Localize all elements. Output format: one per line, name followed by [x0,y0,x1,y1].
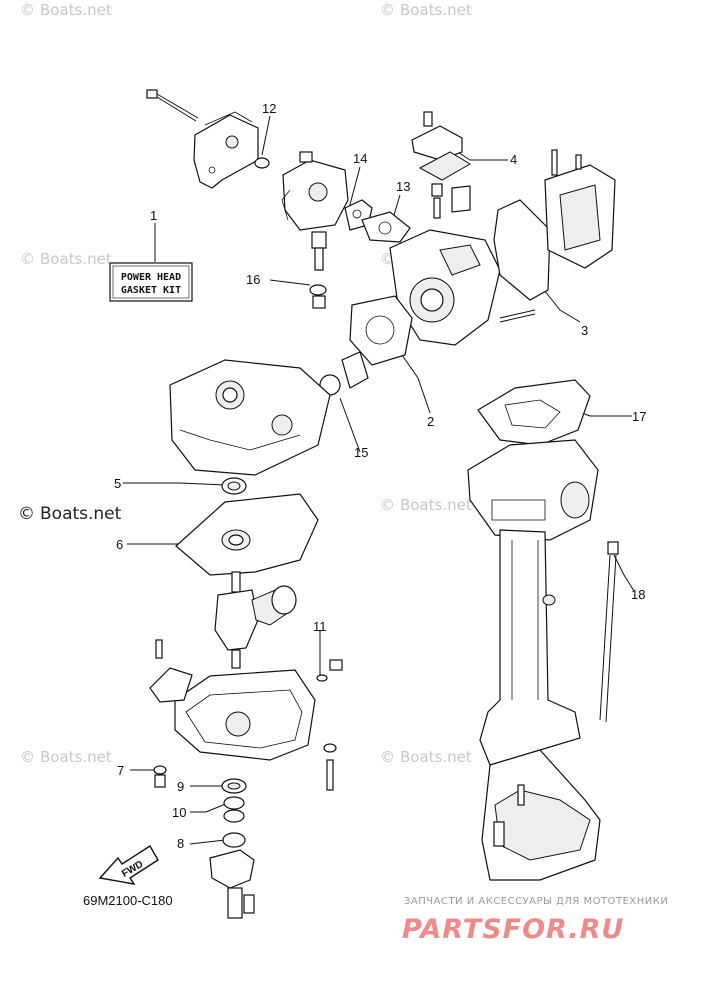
watermark-boats-dark: Boats.net [40,504,122,524]
crankcase-part [169,359,331,476]
callout-12: 12 [262,101,276,116]
callout-3: 3 [581,323,588,338]
callout-4: 4 [510,152,517,167]
callout-14: 14 [353,151,367,166]
diagram-code: 69M2100-C180 [83,893,173,908]
callout-18: 18 [631,587,645,602]
oil-seal-9-part [221,778,247,794]
callout-16: 16 [246,272,260,287]
callout-6: 6 [116,537,123,552]
hose-18-part [599,541,619,723]
pump-housing-part [209,849,255,919]
head-gasket-3-part [493,199,551,301]
watermark-boats: Boats.net [40,250,112,268]
watermark-copyright: © [380,748,395,766]
watermark-boats: Boats.net [40,1,112,19]
watermark-copyright: © [380,1,395,19]
callout-15: 15 [354,445,368,460]
watermark-boats: Boats.net [400,1,472,19]
drain-screw-part [309,231,327,309]
bolt-11-part [316,659,343,682]
crankshaft-part [214,571,297,669]
gasket-17-part [477,379,591,446]
callout-11: 11 [313,619,327,634]
callout-1: 1 [150,208,157,223]
callout-5: 5 [114,476,121,491]
watermark-copyright-dark: © [18,504,35,524]
cylinder-gasket-2-part [349,295,413,366]
oil-seal-5-part [221,477,247,495]
oil-seals-10-part [223,796,245,823]
watermark-boats: Boats.net [400,496,472,514]
kit-label-line2: GASKET KIT [121,285,181,296]
callout-10: 10 [172,805,186,820]
watermark-copyright: © [380,496,395,514]
watermark-copyright: © [20,748,35,766]
gasket-13-part [361,211,411,243]
promo-tagline: ЗАПЧАСТИ И АКСЕССУАРЫ ДЛЯ МОТОТЕХНИКИ [404,896,668,907]
exhaust-cover-part [544,149,616,269]
o-ring-12-part [254,157,270,169]
o-ring-15-part [319,351,369,396]
callout-17: 17 [632,409,646,424]
promo-footer: ЗАПЧАСТИ И АКСЕССУАРЫ ДЛЯ МОТОТЕХНИКИ PA… [402,896,668,945]
callout-8: 8 [177,836,184,851]
thermostat-cover-part [411,111,471,219]
silencer-cover-part [193,111,259,189]
kit-label-box: POWER HEAD GASKET KIT [109,262,193,302]
washer-7-part [153,743,337,791]
promo-logo: PARTSFOR.RU [402,914,624,945]
drive-shaft-housing-part [467,439,601,881]
lower-case-part [149,639,316,761]
watermark-copyright: © [20,250,35,268]
callout-2: 2 [427,414,434,429]
callout-13: 13 [396,179,410,194]
carburetor-part [281,151,349,231]
intake-bolt-part [146,89,199,122]
o-ring-8-part [222,832,246,848]
callout-numbers: 1 2 3 4 5 6 7 8 9 10 11 12 13 14 15 16 1… [114,101,646,851]
callout-7: 7 [117,763,124,778]
watermark-copyright: © [20,1,35,19]
fwd-arrow-icon: FWD [98,845,159,885]
callout-9: 9 [177,779,184,794]
watermark-boats: Boats.net [40,748,112,766]
cylinder-head-part [389,229,536,346]
kit-label-line1: POWER HEAD [121,272,181,283]
watermark-boats: Boats.net [400,748,472,766]
crankcase-gasket-6-part [175,493,319,576]
